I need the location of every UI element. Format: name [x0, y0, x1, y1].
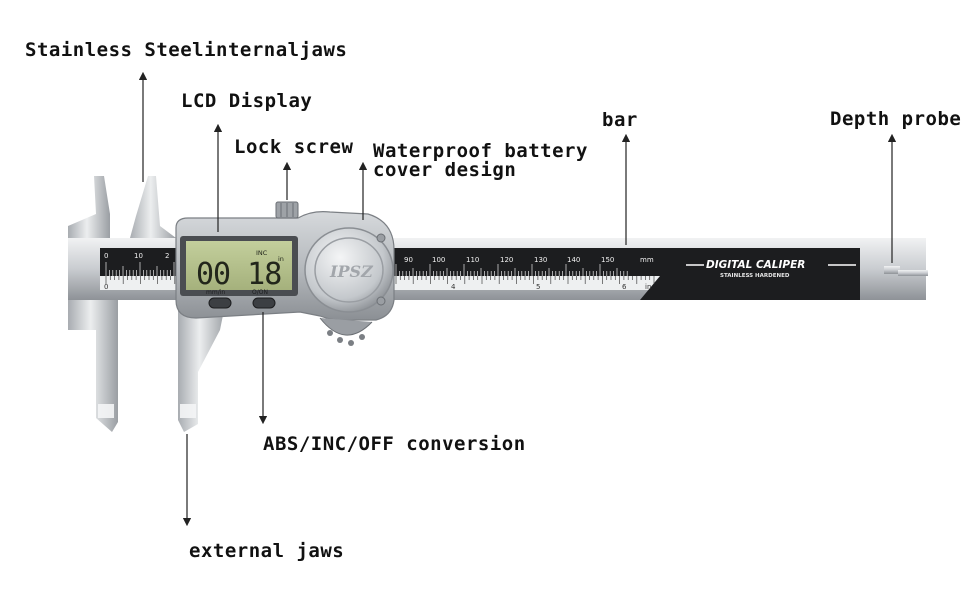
lock-screw-label: Lock screw — [234, 136, 354, 158]
internal-jaws-label: Stainless Steelinternaljaws — [25, 39, 348, 61]
annotation-arrows — [138, 71, 897, 527]
origin-on-button[interactable] — [252, 297, 276, 309]
scale-ticks — [105, 262, 655, 284]
depth-probe — [898, 270, 928, 276]
mm-tick-label: 150 — [601, 256, 614, 264]
lock-screw — [275, 201, 299, 219]
thumb-roller — [319, 317, 373, 346]
sliding-internal-jaw — [130, 176, 176, 238]
mm-tick-label: 0 — [104, 252, 108, 260]
mm-tick-label: 130 — [534, 256, 547, 264]
depth-probe-label: Depth probe — [830, 108, 962, 130]
bar-title: DIGITAL CALIPER — [706, 259, 805, 271]
screw-icon — [376, 233, 386, 243]
mm-tick-label: 10 — [134, 252, 143, 260]
in-tick-label: 5 — [536, 283, 540, 291]
in-tick-label: 0 — [104, 283, 108, 291]
mm-tick-label: 140 — [567, 256, 580, 264]
mm-in-button[interactable] — [208, 297, 232, 309]
brand-logo: IPSZ — [329, 262, 374, 281]
battery-cover-label-line2: cover design — [373, 159, 517, 181]
mm-in-button-label: mm/in — [206, 289, 225, 296]
on-button-label: O/ON — [252, 289, 268, 296]
mm-tick-label: 100 — [432, 256, 445, 264]
in-tick-label: 4 — [451, 283, 456, 291]
depth-probe-base — [884, 266, 900, 274]
sliding-external-jaw — [178, 300, 226, 432]
mm-tick-label: 90 — [404, 256, 413, 264]
bar-label: bar — [602, 109, 638, 131]
lcd-unit: in — [278, 255, 284, 263]
mm-tick-label: 110 — [466, 256, 479, 264]
external-jaws-label: external jaws — [189, 540, 345, 562]
mm-tick-label: 2 — [165, 252, 169, 260]
fixed-jaw — [68, 176, 118, 432]
lcd-reading: 00 18 — [196, 257, 281, 292]
lcd-mode: INC — [256, 249, 268, 257]
mm-unit-label: mm — [640, 256, 654, 264]
in-unit-label: in — [645, 283, 651, 291]
screw-icon — [376, 296, 386, 306]
bar-subtitle: STAINLESS HARDENED — [720, 273, 790, 279]
lcd-display-label: LCD Display — [181, 90, 313, 112]
abs-inc-off-label: ABS/INC/OFF conversion — [263, 433, 526, 455]
mm-tick-label: 120 — [500, 256, 513, 264]
battery-cover — [304, 227, 394, 313]
lcd-screen — [186, 241, 292, 290]
battery-cover-label-line1: Waterproof battery — [373, 140, 588, 162]
in-tick-label: 6 — [622, 283, 627, 291]
